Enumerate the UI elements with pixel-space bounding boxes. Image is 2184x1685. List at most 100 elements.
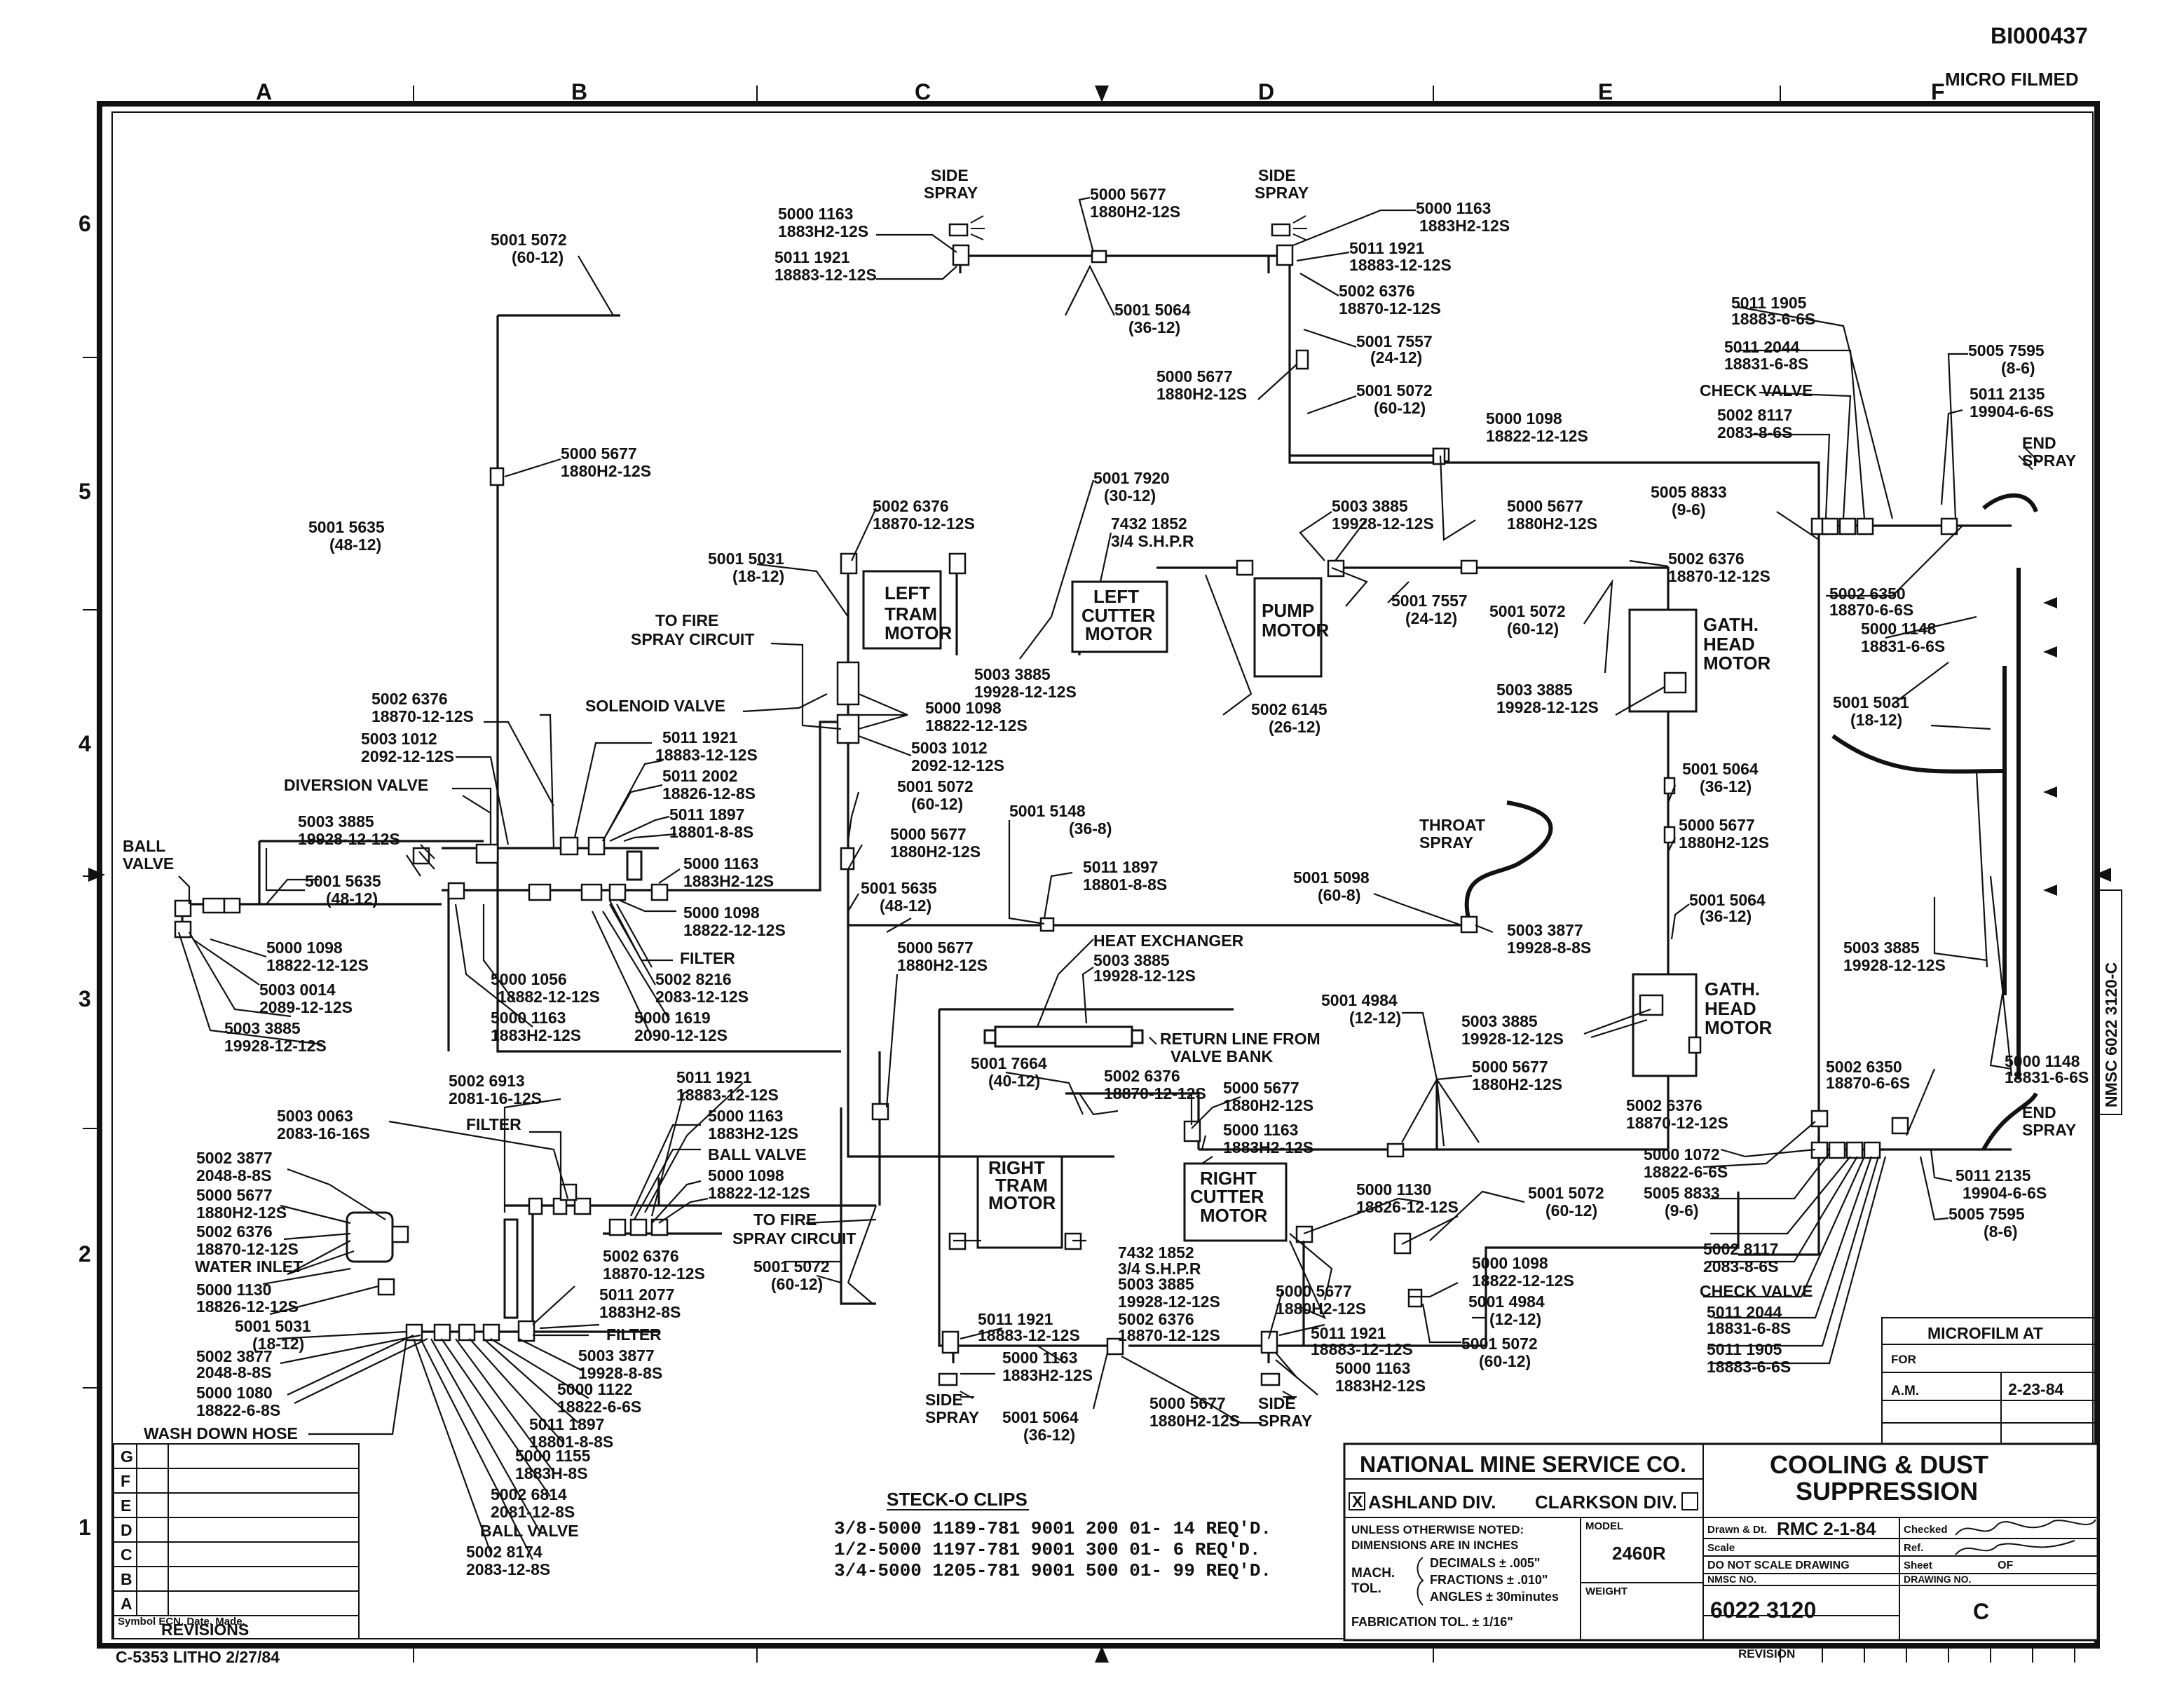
svg-text:(60-12): (60-12) xyxy=(1507,620,1559,638)
part-p100: 5000 1155 xyxy=(515,1447,591,1465)
svg-text:(48-12): (48-12) xyxy=(880,896,931,915)
part-p56: 5003 3877 xyxy=(1507,921,1583,939)
svg-text:MACH.: MACH. xyxy=(1351,1566,1395,1581)
part-p98: 5000 1080 xyxy=(196,1384,273,1402)
rev-d: D xyxy=(121,1521,132,1539)
rev-c: C xyxy=(121,1546,132,1564)
svg-text:LEFT: LEFT xyxy=(885,582,930,603)
part-p43: 5001 5064 xyxy=(1682,760,1759,778)
part-p62: 5000 1163 xyxy=(491,1009,566,1027)
part-p04: 5000 1163 xyxy=(1416,199,1491,217)
svg-text:3/4 S.H.P.R: 3/4 S.H.P.R xyxy=(1118,1260,1201,1278)
part-p78: 5000 1072 xyxy=(1644,1145,1720,1164)
part-p01: 5000 1163 xyxy=(778,205,853,223)
throat-spray-hose xyxy=(1464,800,1553,919)
part-p104: 5000 1122 xyxy=(557,1380,632,1398)
label-to-fire-spray-2: TO FIRE xyxy=(753,1210,817,1229)
part-p23: 5011 2135 xyxy=(1970,385,2045,403)
label-ball-valve-3: BALL VALVE xyxy=(480,1522,579,1540)
svg-text:18870-12-12S: 18870-12-12S xyxy=(603,1264,705,1283)
left-cutter-motor: LEFT CUTTER MOTOR xyxy=(1071,580,1168,653)
part-p42: 5001 5072 xyxy=(897,777,974,796)
svg-text:18822-6-8S: 18822-6-8S xyxy=(196,1401,280,1419)
part-p80: 5011 2135 xyxy=(1956,1166,2031,1185)
part-p93: 5001 5072 xyxy=(753,1257,830,1276)
part-p06: 5002 6376 xyxy=(1339,282,1415,300)
part-p07: 5001 5064 xyxy=(1114,301,1191,319)
rev-f: F xyxy=(121,1472,130,1490)
svg-text:PUMP: PUMP xyxy=(1262,600,1314,621)
part-p97: 5002 3877 xyxy=(196,1347,273,1365)
part-p61: 5002 8216 xyxy=(655,970,732,988)
part-p105: 5011 1921 xyxy=(978,1310,1053,1328)
svg-text:(18-12): (18-12) xyxy=(252,1335,304,1353)
center-arrow-bottom xyxy=(1095,1646,1109,1663)
label-wash-down-hose: WASH DOWN HOSE xyxy=(144,1424,298,1442)
label-return-line: RETURN LINE FROM xyxy=(1160,1030,1320,1048)
part-p108: 5000 5677 xyxy=(1149,1394,1226,1412)
part-p102: 5002 8174 xyxy=(466,1543,542,1561)
part-p49: 5001 5635 xyxy=(305,872,381,890)
svg-text:A.M.: A.M. xyxy=(1891,1384,1919,1398)
label-filter-2: FILTER xyxy=(466,1115,521,1133)
svg-text:19928-12-12S: 19928-12-12S xyxy=(1843,956,1946,974)
part-p27: 5002 6376 xyxy=(1668,550,1745,568)
part-p05: 5011 1921 xyxy=(1349,239,1425,257)
checked-signature xyxy=(1955,1519,2096,1536)
svg-text:2048-8-8S: 2048-8-8S xyxy=(196,1363,271,1382)
svg-text:SPRAY: SPRAY xyxy=(2022,1121,2076,1139)
label-end-spray-1: END xyxy=(2022,434,2056,452)
svg-text:18822-12-12S: 18822-12-12S xyxy=(1472,1271,1574,1290)
svg-text:1883H2-12S: 1883H2-12S xyxy=(491,1026,581,1044)
zone-ticks xyxy=(83,86,1781,1663)
svg-text:1880H2-12S: 1880H2-12S xyxy=(1679,833,1769,852)
label-to-fire-spray-1: TO FIRE xyxy=(655,611,718,629)
part-p18: 5000 5677 xyxy=(1507,497,1583,515)
end-spray-nozzle-top xyxy=(1982,448,2040,513)
svg-text:(36-12): (36-12) xyxy=(1128,318,1180,336)
part-p111: 5002 6376 xyxy=(1118,1310,1194,1328)
svg-text:Drawn & Dt.: Drawn & Dt. xyxy=(1707,1524,1767,1536)
svg-text:WEIGHT: WEIGHT xyxy=(1585,1585,1627,1597)
revision-ticks xyxy=(1822,1644,2075,1663)
title-block: NATIONAL MINE SERVICE CO. X ASHLAND DIV.… xyxy=(1343,1442,2099,1642)
part-p103: 5003 3877 xyxy=(578,1346,655,1365)
part-p11: 5001 5072 xyxy=(491,231,567,249)
part-p87: 5000 1098 xyxy=(708,1166,784,1185)
part-p29: 5001 5072 xyxy=(1489,602,1566,620)
svg-text:1880H2-12S: 1880H2-12S xyxy=(1090,203,1180,221)
center-arrow-left xyxy=(88,868,105,882)
svg-text:TRAM: TRAM xyxy=(995,1175,1048,1196)
col-b: B xyxy=(571,79,587,104)
svg-text:18870-12-12S: 18870-12-12S xyxy=(371,707,474,725)
svg-text:TOL.: TOL. xyxy=(1351,1581,1381,1596)
svg-text:VALVE: VALVE xyxy=(123,854,174,873)
svg-text:(40-12): (40-12) xyxy=(988,1072,1040,1090)
svg-text:REVISIONS: REVISIONS xyxy=(161,1621,249,1639)
part-p114: 5000 1163 xyxy=(1335,1359,1410,1377)
part-p47: 5001 5148 xyxy=(1009,802,1086,820)
svg-text:MOTOR: MOTOR xyxy=(988,1192,1056,1213)
label-check-valve-1: CHECK VALVE xyxy=(1700,381,1813,400)
part-p08: 5001 7557 xyxy=(1356,332,1433,350)
svg-text:1/2-5000 1197-781 9001 300 01: 1/2-5000 1197-781 9001 300 01- 6 REQ'D. xyxy=(834,1539,1261,1560)
part-p41: 5011 2002 xyxy=(662,767,737,785)
svg-text:(12-12): (12-12) xyxy=(1349,1009,1401,1027)
svg-text:18831-6-8S: 18831-6-8S xyxy=(1707,1319,1791,1337)
svg-text:MOTOR: MOTOR xyxy=(1200,1205,1268,1226)
svg-text:18831-6-6S: 18831-6-6S xyxy=(2005,1068,2089,1086)
right-cutter-motor: RIGHT CUTTER MOTOR xyxy=(1183,1162,1288,1242)
svg-text:SPRAY: SPRAY xyxy=(1419,833,1473,852)
part-p63: 5000 1619 xyxy=(634,1009,711,1027)
svg-text:18826-12-12S: 18826-12-12S xyxy=(196,1297,299,1316)
part-p72: 5002 6376 xyxy=(1104,1067,1180,1085)
svg-text:19928-12-12S: 19928-12-12S xyxy=(224,1037,327,1055)
part-p17: 5003 3885 xyxy=(1332,497,1408,515)
svg-text:(12-12): (12-12) xyxy=(1489,1310,1541,1328)
part-p35: 5003 1012 xyxy=(361,730,437,748)
part-p37: 5003 3885 xyxy=(1496,681,1573,699)
label-heat-exchanger: HEAT EXCHANGER xyxy=(1093,932,1244,950)
svg-text:SPRAY: SPRAY xyxy=(2022,451,2076,470)
row-5: 5 xyxy=(79,479,91,504)
company-name: NATIONAL MINE SERVICE CO. xyxy=(1360,1452,1686,1477)
